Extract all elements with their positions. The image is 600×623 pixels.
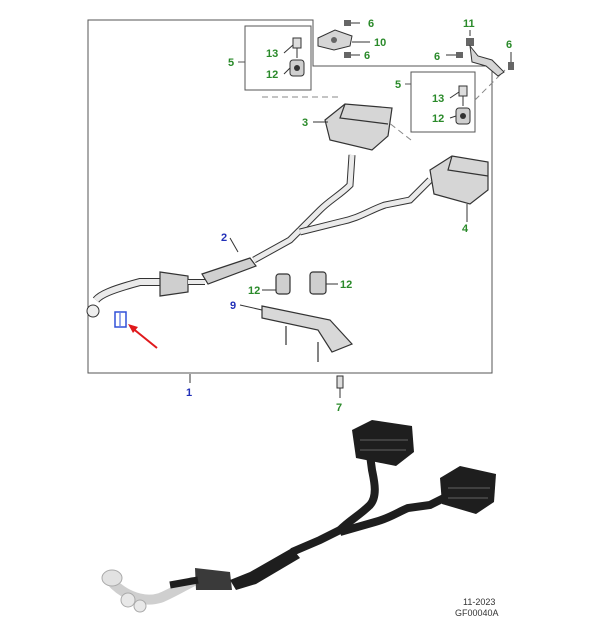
footer-date: 11-2023 (463, 597, 495, 607)
highlight-box-icon (114, 311, 127, 328)
callout-4: 4 (462, 223, 469, 235)
callout-13: 13 (432, 93, 444, 105)
callout-11: 11 (463, 18, 475, 30)
front-gasket (86, 304, 100, 318)
callout-12: 12 (340, 279, 352, 291)
red-arrow-icon (128, 324, 158, 349)
exhaust-line-drawing (92, 103, 489, 362)
footer-code: GF00040A (455, 608, 499, 618)
callout-6: 6 (506, 39, 512, 51)
callout-7: 7 (336, 402, 342, 414)
bracket-10 (317, 20, 370, 58)
callout-5: 5 (228, 57, 234, 69)
callout-10: 10 (374, 37, 386, 49)
callout-3: 3 (302, 117, 308, 129)
callout-leaders (189, 44, 468, 398)
callout-6: 6 (434, 51, 440, 63)
exhaust-photo-illustration (101, 420, 496, 613)
callout-9: 9 (230, 300, 236, 312)
callout-6: 6 (368, 18, 374, 30)
callout-6: 6 (364, 50, 370, 62)
bolt-7 (336, 375, 344, 389)
callout-12: 12 (432, 113, 444, 125)
isolator-detail-left (289, 37, 305, 77)
callout-13: 13 (266, 48, 278, 60)
detail-box-left (244, 25, 312, 91)
callout-12: 12 (266, 69, 278, 81)
hanger-11 (446, 30, 514, 77)
callout-5: 5 (395, 79, 401, 91)
callout-12: 12 (248, 285, 260, 297)
callout-1: 1 (186, 387, 192, 399)
isolator-detail-right (455, 85, 471, 125)
callout-2: 2 (221, 232, 227, 244)
